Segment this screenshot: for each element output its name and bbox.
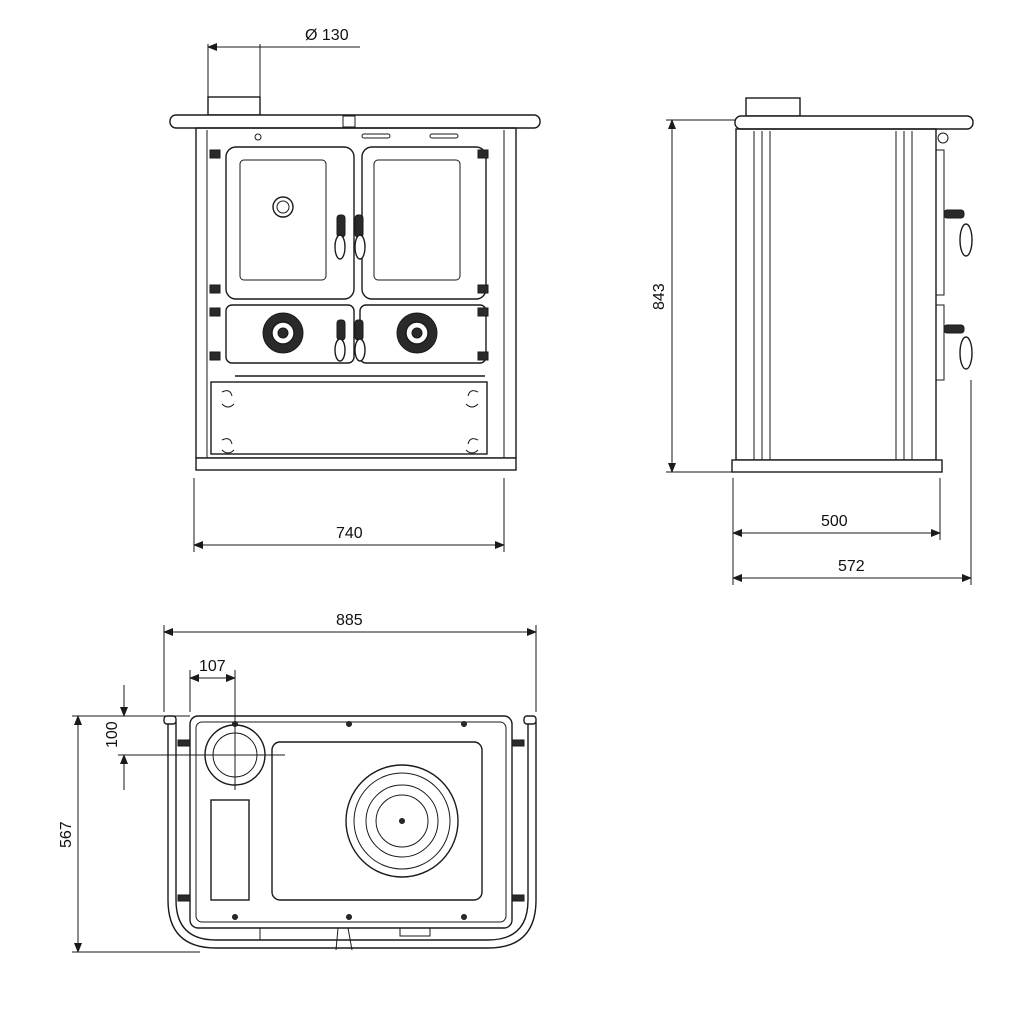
top-hotplate — [271, 741, 483, 901]
top-rail — [167, 722, 537, 949]
top-hotplate-rings — [345, 764, 459, 878]
side-door-handle-icon — [943, 209, 973, 257]
top-overall-depth-label: 567 — [58, 821, 75, 848]
front-view: Ø 130 740 — [169, 27, 541, 552]
top-flue-y-label: 100 — [104, 721, 121, 748]
front-flue-pipe — [207, 96, 261, 116]
front-oven-door-right — [361, 146, 487, 300]
side-view: 843 500 572 — [651, 97, 974, 585]
front-storage-drawer — [210, 381, 488, 455]
front-oven-door-left — [225, 146, 355, 300]
front-base — [195, 457, 517, 471]
side-body — [735, 128, 937, 461]
front-body — [195, 127, 517, 459]
top-view: 885 107 100 567 — [58, 612, 537, 953]
top-overall-width-label: 885 — [336, 612, 363, 629]
side-height-label: 843 — [651, 283, 668, 310]
front-firebox-door-left — [225, 304, 355, 364]
front-width-label: 740 — [336, 525, 363, 542]
side-base — [731, 459, 943, 473]
thermometer-icon — [272, 196, 294, 218]
side-door-handle-icon — [943, 324, 973, 370]
flue-diameter-label: Ø 130 — [305, 27, 349, 44]
top-cleaning-cover — [210, 799, 250, 901]
side-flue-pipe — [745, 97, 801, 117]
air-control-wheel-icon — [262, 312, 304, 354]
top-flue-x-label: 107 — [199, 658, 226, 675]
side-depth-label: 500 — [821, 513, 848, 530]
top-body — [189, 715, 513, 929]
side-overall-depth-label: 572 — [838, 558, 865, 575]
side-top-plate — [734, 115, 974, 130]
air-control-wheel-icon — [396, 312, 438, 354]
